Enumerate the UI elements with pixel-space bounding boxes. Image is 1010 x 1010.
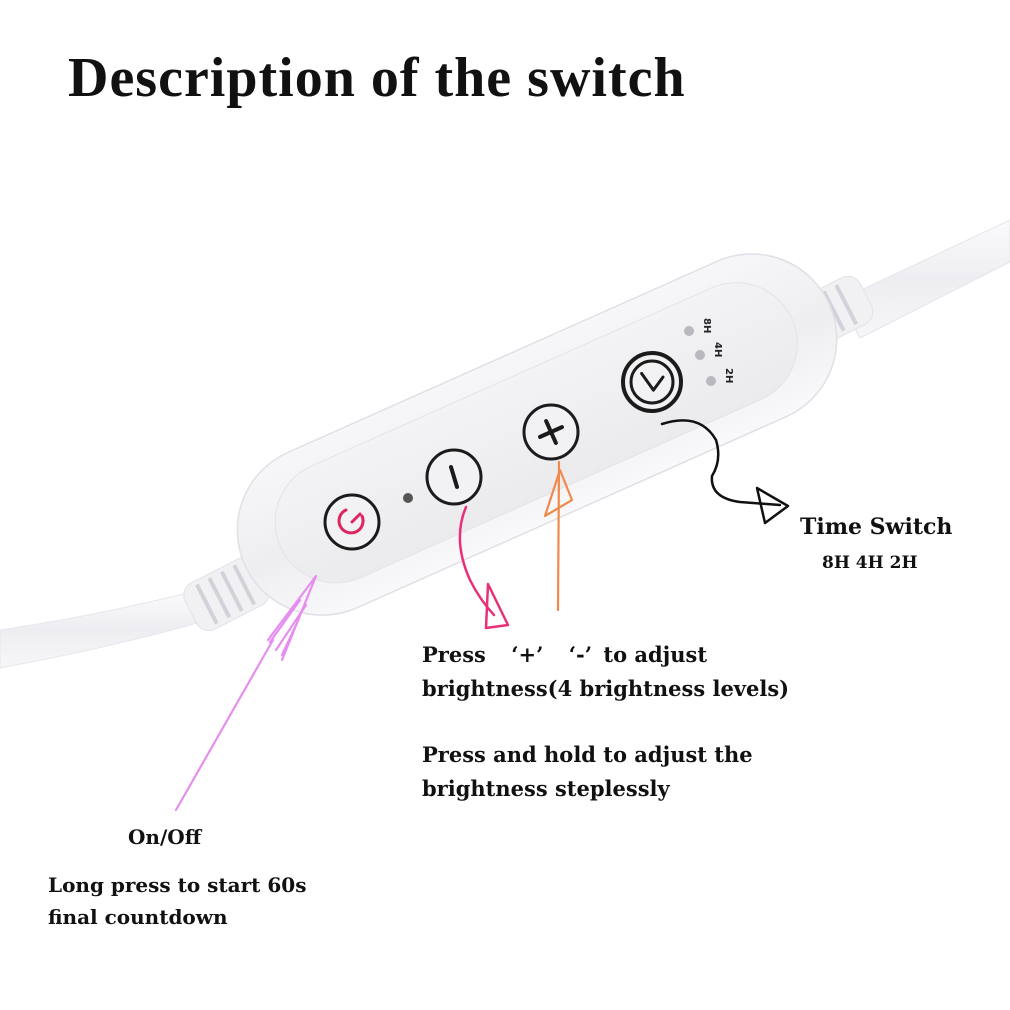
cable-left xyxy=(0,557,270,669)
indicator-8h-label: 8H xyxy=(701,318,712,333)
plus-arrow xyxy=(543,460,574,612)
on-off-arrow xyxy=(174,574,318,812)
stepless-line-1: Press and hold to adjust the xyxy=(422,742,753,767)
stepless-description: Press and hold to adjust the brightness … xyxy=(422,738,753,806)
minus-symbol-text: ‘-’ xyxy=(568,642,593,667)
on-off-line-1: Long press to start 60s xyxy=(48,873,307,897)
indicator-4h-label: 4H xyxy=(712,342,723,357)
brightness-description: Press ‘+’ ‘-’ to adjust brightness(4 bri… xyxy=(422,638,789,706)
indicator-8h: 8H xyxy=(684,318,712,336)
timer-button[interactable] xyxy=(621,351,683,413)
brightness-line-1: Press ‘+’ ‘-’ to adjust xyxy=(422,638,789,672)
plus-icon xyxy=(538,419,564,445)
stepless-line-2: brightness steplessly xyxy=(422,776,670,801)
indicator-2h-label: 2H xyxy=(723,368,734,383)
on-off-title: On/Off xyxy=(128,825,202,849)
clock-icon xyxy=(640,371,665,392)
time-switch-title: Time Switch xyxy=(800,514,953,540)
power-icon xyxy=(337,508,365,535)
minus-button[interactable] xyxy=(425,448,483,506)
plus-button[interactable] xyxy=(522,403,580,461)
on-off-line-2: final countdown xyxy=(48,905,228,929)
indicator-4h: 4H xyxy=(695,342,723,360)
page-title: Description of the switch xyxy=(68,47,686,109)
indicator-2h: 2H xyxy=(706,368,734,386)
status-led xyxy=(403,493,413,503)
brightness-press-text: Press xyxy=(422,642,486,667)
minus-icon xyxy=(449,465,459,489)
time-switch-arrow xyxy=(660,419,790,525)
power-button[interactable] xyxy=(323,493,381,551)
brightness-adjust-text: to adjust xyxy=(603,642,708,667)
brightness-line-2: brightness(4 brightness levels) xyxy=(422,676,790,701)
on-off-description: Long press to start 60s final countdown xyxy=(48,869,306,933)
plus-symbol-text: ‘+’ xyxy=(511,642,544,667)
strain-relief-left xyxy=(183,557,270,632)
time-switch-options: 8H 4H 2H xyxy=(822,553,918,573)
minus-arrow xyxy=(458,505,510,630)
